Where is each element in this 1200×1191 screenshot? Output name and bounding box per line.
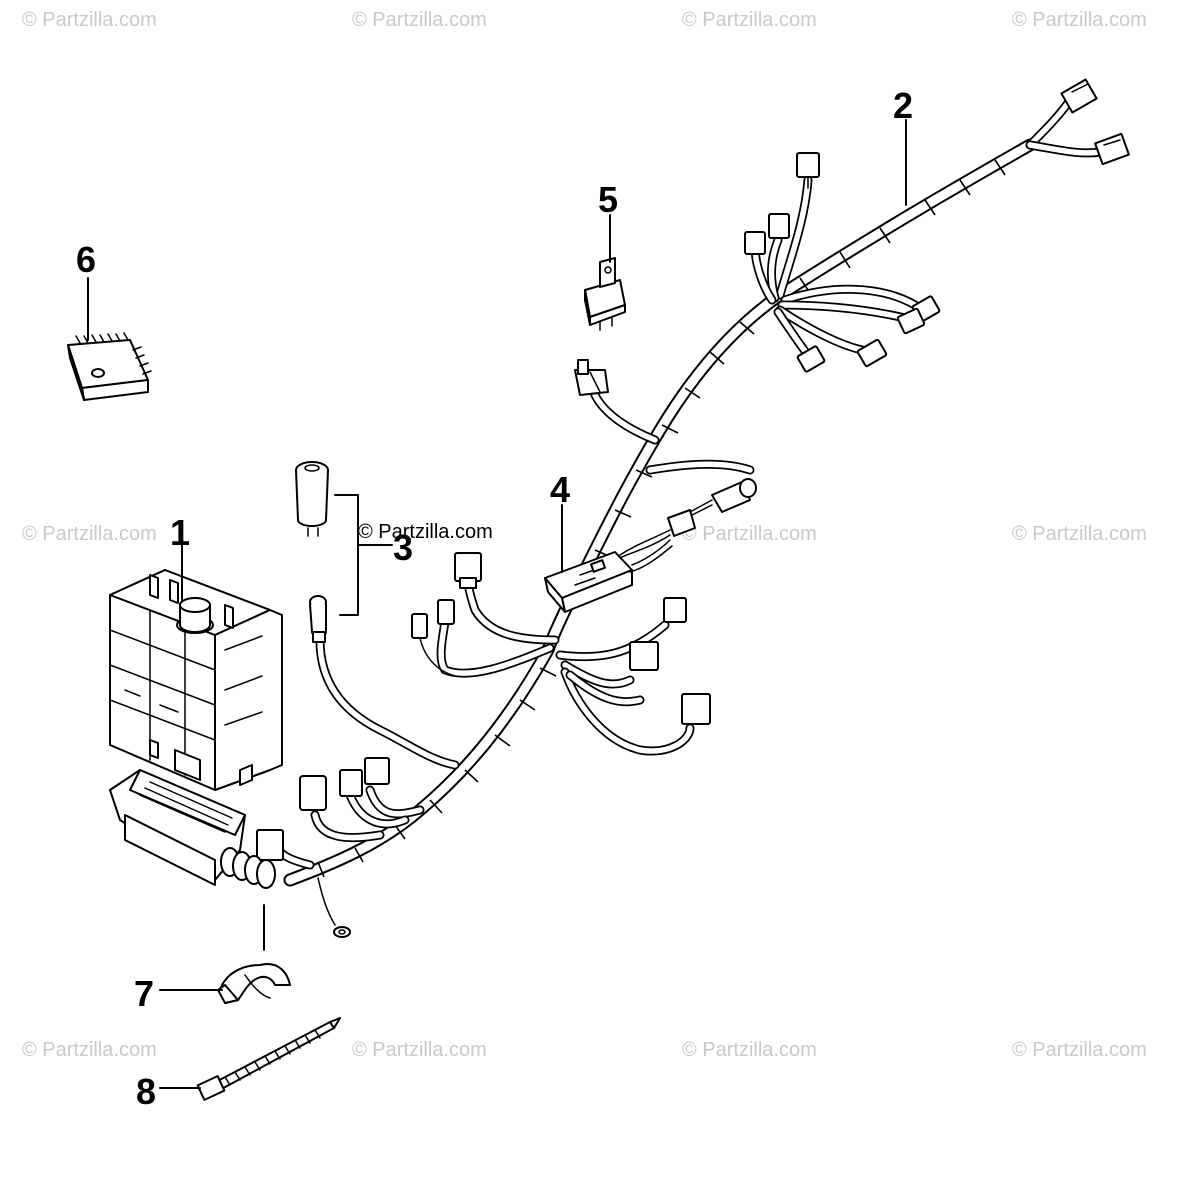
wiring-harness-icon[interactable] <box>256 78 1130 938</box>
leader-line <box>334 494 359 616</box>
relay-icon[interactable] <box>584 257 626 331</box>
watermark: © Partzilla.com <box>1012 1039 1147 1061</box>
watermark: © Partzilla.com <box>682 1039 817 1061</box>
ecu-module-icon[interactable] <box>109 569 283 791</box>
callout-number: 4 <box>550 469 570 510</box>
cable-tie-icon[interactable] <box>196 1017 341 1101</box>
fuse-block-clip-icon[interactable] <box>67 332 152 401</box>
callout-number: 5 <box>598 179 618 220</box>
watermark: © Partzilla.com <box>352 1039 487 1061</box>
watermark-layer: © Partzilla.com © Partzilla.com © Partzi… <box>22 9 1147 1061</box>
callout-number: 6 <box>76 239 96 280</box>
watermark: © Partzilla.com <box>682 9 817 31</box>
indicator-bulb-icon[interactable] <box>295 461 329 643</box>
watermark: © Partzilla.com <box>1012 9 1147 31</box>
callout-number: 3 <box>393 527 413 568</box>
harness-clamp-icon[interactable] <box>217 963 291 1004</box>
ecu-connector-icon[interactable] <box>109 769 276 889</box>
callout-number: 8 <box>136 1071 156 1112</box>
watermark: © Partzilla.com <box>22 1039 157 1061</box>
callout-number: 2 <box>893 85 913 126</box>
watermark: © Partzilla.com <box>22 523 157 545</box>
watermark: © Partzilla.com <box>352 9 487 31</box>
callout-number: 1 <box>170 512 190 553</box>
watermark: © Partzilla.com <box>682 523 817 545</box>
center-watermark: © Partzilla.com <box>358 521 493 543</box>
watermark: © Partzilla.com <box>1012 523 1147 545</box>
callout-number: 7 <box>134 973 154 1014</box>
inline-fuse-holder-icon[interactable] <box>544 539 673 613</box>
watermark: © Partzilla.com <box>22 9 157 31</box>
